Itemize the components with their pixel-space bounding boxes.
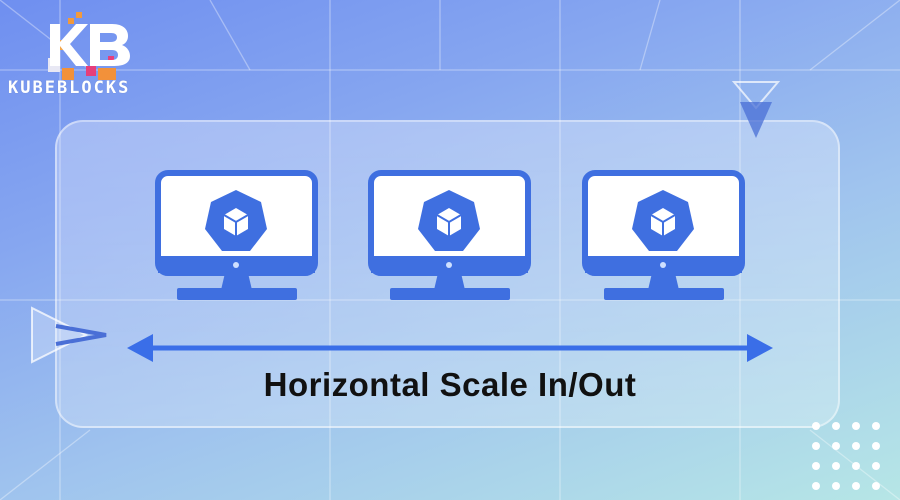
monitor-3 [582, 170, 745, 300]
kubernetes-node-icon [205, 190, 267, 251]
dot-grid-decoration [812, 422, 880, 490]
right-triangle-decoration-icon [31, 306, 107, 364]
logo-wordmark: KUBEBLOCKS [8, 78, 131, 98]
kubernetes-node-icon [632, 190, 694, 251]
caption-title: Horizontal Scale In/Out [263, 366, 637, 403]
kb-logo-mark-icon [48, 12, 130, 80]
kubernetes-node-icon [418, 190, 480, 251]
monitor-2 [368, 170, 531, 300]
double-headed-arrow-icon [127, 334, 773, 362]
monitor-1 [155, 170, 318, 300]
down-triangle-decoration-icon [731, 81, 781, 138]
monitor-icon [368, 170, 531, 300]
kubeblocks-logo [8, 10, 168, 100]
